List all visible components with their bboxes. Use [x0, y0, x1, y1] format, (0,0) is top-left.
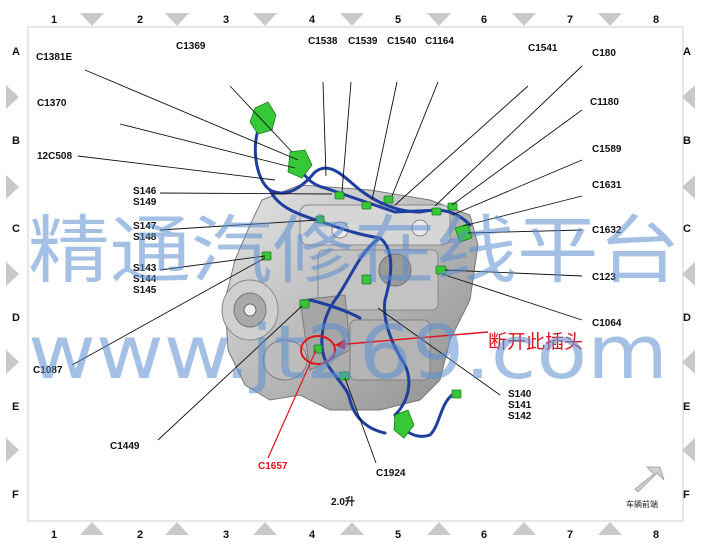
col-label: 8 [653, 529, 659, 541]
front-arrow-icon [634, 466, 665, 493]
label-12c508: 12C508 [37, 151, 72, 162]
row-label: C [12, 223, 20, 235]
col-label: 2 [137, 14, 143, 26]
label-s142: S142 [508, 411, 532, 422]
callout-arrow [334, 331, 489, 346]
label-c1369: C1369 [176, 41, 206, 52]
label-c1631: C1631 [592, 180, 622, 191]
label-c1632: C1632 [592, 225, 622, 236]
row-label: A [12, 46, 20, 58]
label-c1180: C1180 [590, 97, 619, 108]
label-c1657: C1657 [258, 461, 288, 472]
label-c1924: C1924 [376, 468, 406, 479]
frame-ticks [6, 13, 695, 535]
col-label: 7 [567, 14, 573, 26]
row-label: B [12, 135, 20, 147]
col-label: 3 [223, 14, 229, 26]
label-s147: S147 [133, 221, 157, 232]
col-label: 5 [395, 14, 401, 26]
col-label: 6 [481, 14, 487, 26]
row-label: C [683, 223, 691, 235]
label-c1164: C1164 [425, 36, 454, 47]
row-label: B [683, 135, 691, 147]
label-c1540: C1540 [387, 36, 417, 47]
disconnect-callout: 断开此插头 [488, 331, 583, 353]
col-label: 5 [395, 529, 401, 541]
label-c1539: C1539 [348, 36, 378, 47]
vehicle-front-label: 车辆前端 [626, 499, 658, 509]
col-label: 1 [51, 529, 57, 541]
highlight-circle [300, 335, 336, 365]
connector-markers [249, 101, 473, 439]
label-s144: S144 [133, 274, 157, 285]
col-label: 6 [481, 529, 487, 541]
col-label: 4 [309, 14, 316, 26]
label-c1087: C1087 [33, 365, 63, 376]
label-s146: S146 [133, 186, 157, 197]
row-label: F [683, 489, 690, 501]
engine-illustration [221, 184, 479, 411]
label-s148: S148 [133, 232, 157, 243]
row-label: A [683, 46, 691, 58]
engine-size-label: 2.0升 [331, 495, 355, 508]
label-s145: S145 [133, 285, 157, 296]
c1657-leader [267, 349, 317, 459]
row-label: E [683, 401, 690, 413]
col-label: 1 [51, 14, 57, 26]
row-label: F [12, 489, 19, 501]
label-c1064: C1064 [592, 318, 622, 329]
col-label: 4 [309, 529, 316, 541]
row-label: D [12, 312, 20, 324]
callout-arrowhead [335, 339, 345, 350]
col-label: 3 [223, 529, 229, 541]
label-s149: S149 [133, 197, 157, 208]
label-s140: S140 [508, 389, 532, 400]
row-label: E [12, 401, 19, 413]
label-c1541: C1541 [528, 43, 558, 54]
label-c1538: C1538 [308, 36, 338, 47]
watermark-line1: 精通汽修在线平台 [28, 208, 680, 294]
label-s141: S141 [508, 400, 532, 411]
leader-lines [71, 65, 583, 464]
label-c1381e: C1381E [36, 52, 72, 63]
col-label: 2 [137, 529, 143, 541]
label-c1449: C1449 [110, 441, 140, 452]
col-label: 8 [653, 14, 659, 26]
watermark-line2: www.jt269.com [28, 310, 668, 396]
col-label: 7 [567, 529, 573, 541]
label-c1589: C1589 [592, 144, 622, 155]
row-label: D [683, 312, 691, 324]
label-c123: C123 [592, 272, 616, 283]
label-s143: S143 [133, 263, 157, 274]
label-c180: C180 [592, 48, 616, 59]
label-c1370: C1370 [37, 98, 67, 109]
